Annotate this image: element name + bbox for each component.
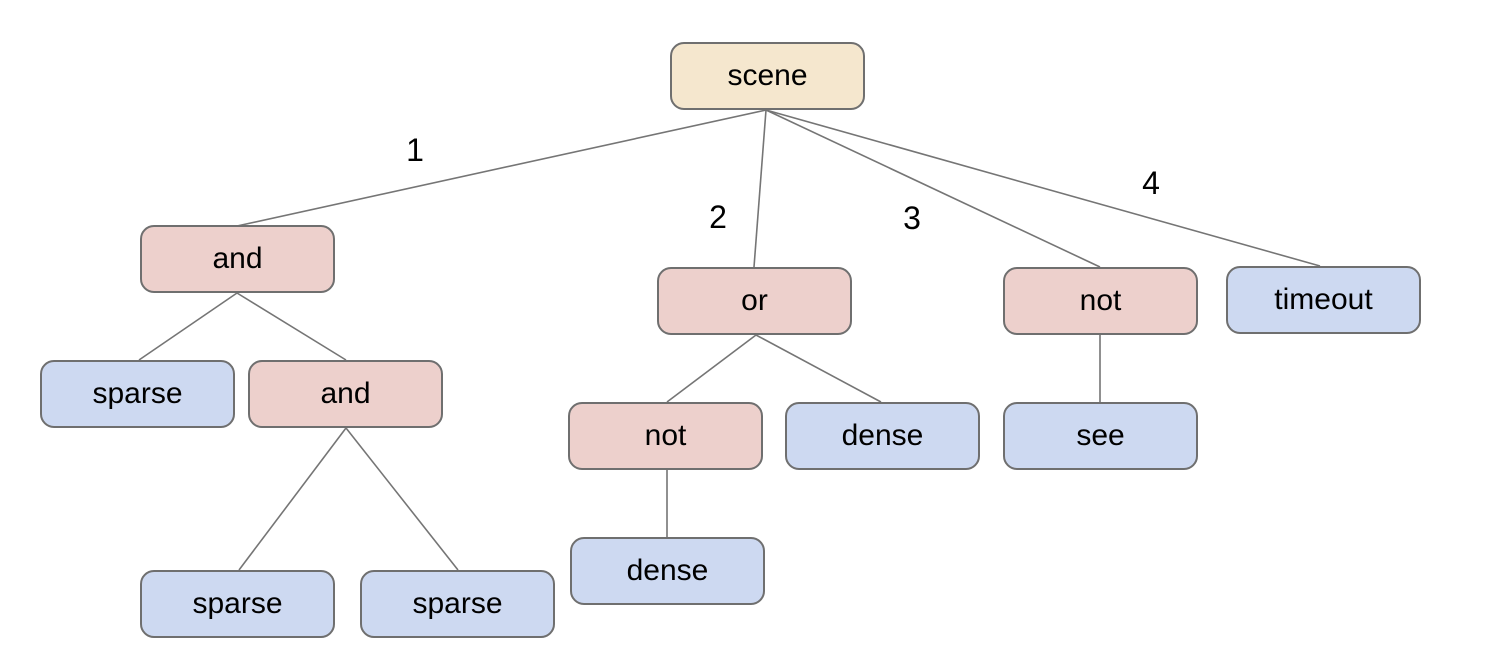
edge-or-dense <box>755 334 882 403</box>
node-and-1: and <box>140 225 335 293</box>
node-sparse-3: sparse <box>360 570 555 638</box>
node-dense-1: dense <box>785 402 980 470</box>
edge-and2-sparse-left <box>238 427 347 571</box>
edge-label-2: 2 <box>709 199 727 235</box>
edge-or-not <box>666 334 757 403</box>
edge-scene-not <box>765 109 1101 268</box>
node-and-2: and <box>248 360 443 428</box>
edge-and-sparse <box>138 292 238 361</box>
node-dense-2: dense <box>570 537 765 605</box>
edge-label-3: 3 <box>903 200 921 236</box>
node-not-1: not <box>1003 267 1198 335</box>
edge-and2-sparse-right <box>345 427 459 571</box>
edge-scene-timeout <box>765 109 1321 267</box>
node-not-2: not <box>568 402 763 470</box>
node-see: see <box>1003 402 1198 470</box>
edge-scene-and <box>236 109 767 227</box>
node-timeout: timeout <box>1226 266 1421 334</box>
edge-label-1: 1 <box>406 132 424 168</box>
edge-scene-or <box>753 109 767 268</box>
node-sparse-2: sparse <box>140 570 335 638</box>
node-or: or <box>657 267 852 335</box>
node-scene: scene <box>670 42 865 110</box>
node-sparse-1: sparse <box>40 360 235 428</box>
edge-label-4: 4 <box>1142 165 1160 201</box>
edge-and-and <box>236 292 347 361</box>
